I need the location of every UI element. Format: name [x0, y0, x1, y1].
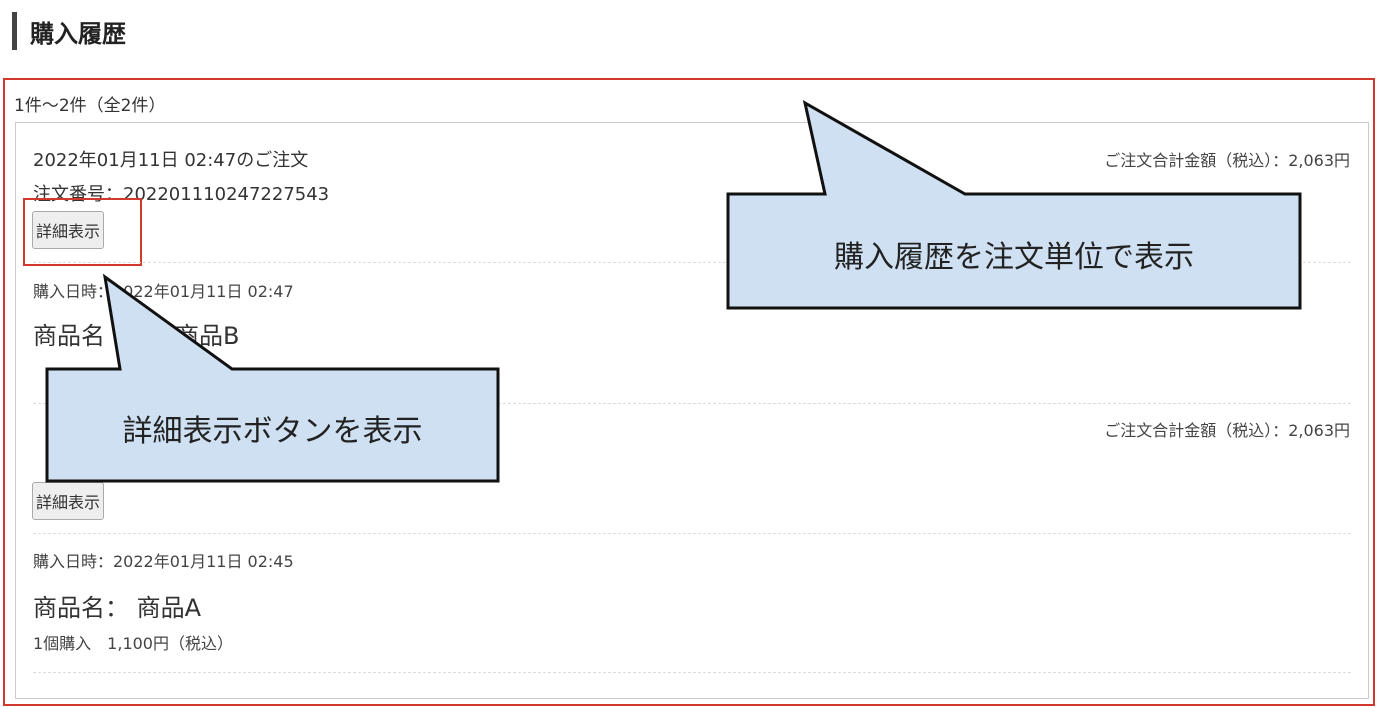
callout-order-unit: 購入履歴を注文単位で表示 [834, 240, 1194, 275]
order-date: 2022年01月11日 02:47のご注文 [33, 150, 309, 171]
callout-detail-button: 詳細表示ボタンを表示 [122, 414, 423, 449]
title-accent-bar [12, 12, 17, 50]
divider [33, 403, 1351, 404]
purchase-date: 購入日時：2022年01月11日 02:45 [33, 552, 294, 571]
callout-order-unit-shape [726, 100, 1302, 310]
button-highlight [23, 198, 142, 266]
product-name: 商品名： 商品A [33, 594, 202, 622]
order-total: ご注文合計金額（税込）：2,063円 [1104, 151, 1350, 170]
product-name-label: 商品名 [33, 322, 105, 350]
purchase-date: 購入日時：2022年01月11日 02:47 [33, 282, 294, 301]
result-count: 1件～2件（全2件） [14, 96, 166, 116]
detail-button[interactable]: 詳細表示 [32, 482, 105, 520]
callout-detail-button-shape [45, 273, 500, 483]
page-title: 購入履歴 [30, 20, 126, 48]
order-total: ご注文合計金額（税込）：2,063円 [1104, 421, 1350, 440]
highlight-frame [3, 78, 1375, 706]
detail-button[interactable]: 詳細表示 [32, 211, 105, 249]
divider [33, 672, 1351, 673]
order-list [15, 122, 1369, 699]
divider [33, 533, 1351, 534]
divider [33, 262, 1351, 263]
quantity-price: 1個購入 1,100円（税込） [33, 634, 233, 653]
